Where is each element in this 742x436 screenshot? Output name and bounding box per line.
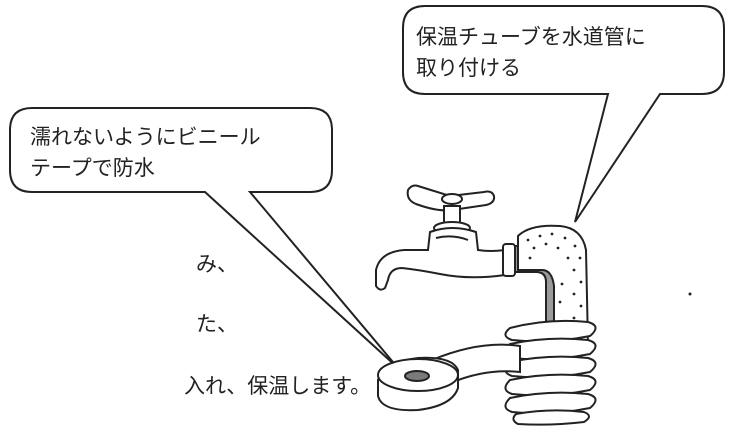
body-text-fragment-3: 入れ、保温します。 xyxy=(184,374,372,398)
callout-tape-line-2: テープで防水 xyxy=(30,156,155,180)
vinyl-tape-wrap xyxy=(504,319,597,426)
callout-text-tube: 保温チューブを水道管に 取り付ける xyxy=(416,22,646,84)
callout-tube-line-1: 保温チューブを水道管に xyxy=(416,25,646,49)
water-drop xyxy=(688,292,692,296)
callout-tape-line-1: 濡れないようにビニール xyxy=(30,125,261,149)
callout-bubble-tape xyxy=(9,107,399,369)
body-text-fragment-2: た、 xyxy=(196,312,238,336)
faucet-body xyxy=(375,227,506,291)
pipe-fitting xyxy=(502,243,516,277)
tape-roll-icon xyxy=(377,356,459,412)
callout-tube-line-2: 取り付ける xyxy=(416,56,521,80)
body-text-fragment-1: み、 xyxy=(196,252,238,276)
insulation-tube xyxy=(517,224,590,349)
callout-text-tape: 濡れないようにビニール テープで防水 xyxy=(30,122,261,184)
faucet-handle xyxy=(406,184,496,235)
callout-bubble-tube xyxy=(402,5,725,223)
